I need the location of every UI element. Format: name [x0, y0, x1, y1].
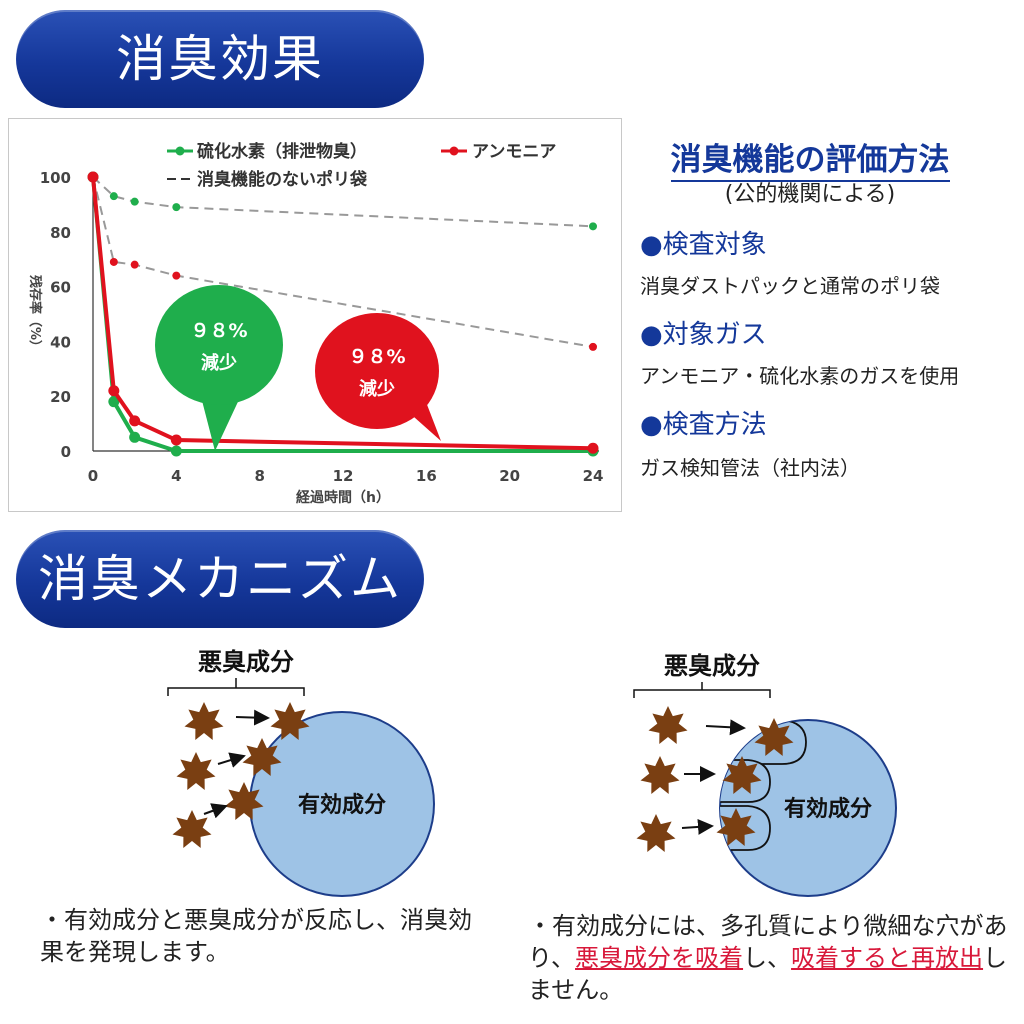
- legend-marker-ammonia: [449, 146, 459, 156]
- odor-star-icon: [270, 702, 310, 740]
- odor-star-icon: [648, 706, 688, 744]
- data-point: [108, 385, 120, 397]
- data-point: [109, 257, 118, 266]
- evaluation-title: 消臭機能の評価方法: [640, 134, 980, 182]
- data-point: [129, 415, 141, 427]
- active-ingredient-label-left: 有効成分: [298, 792, 386, 818]
- x-tick-label: 8: [254, 467, 264, 485]
- y-tick-label: 60: [50, 279, 71, 297]
- x-tick-label: 24: [583, 467, 604, 485]
- residual-rate-chart: 0 20 40 60 80 100 0 4 8 12 16 20 24 経過時間（h） 残存率（%） 硫化水素…: [27, 141, 604, 506]
- data-point: [129, 431, 141, 443]
- arrow-icon: [681, 818, 714, 835]
- x-tick-label: 20: [499, 467, 520, 485]
- legend-label-h2s: 硫化水素（排泄物臭）: [197, 141, 367, 162]
- evaluation-subtitle: (公的機関による): [724, 182, 896, 207]
- y-tick-label: 100: [40, 169, 71, 187]
- callout-value: ９８%: [348, 346, 405, 368]
- legend-label-plain-bag: 消臭機能のないポリ袋: [197, 169, 368, 190]
- evaluation-heading-target: ●検査対象: [640, 230, 767, 260]
- note-text: しません。: [528, 944, 1008, 1004]
- y-tick-label: 80: [50, 224, 71, 242]
- evaluation-text-method: ガス検知管法（社内法）: [640, 456, 860, 480]
- evaluation-text-gas: アンモニア・硫化水素のガスを使用: [640, 364, 960, 388]
- legend-label-ammonia: アンモニア: [472, 142, 556, 162]
- odor-star-icon: [722, 756, 762, 794]
- data-point: [589, 342, 597, 351]
- data-point: [172, 271, 181, 280]
- callout-label: 減少: [201, 352, 237, 374]
- mechanism-note-right: ・有効成分には、多孔質により微細な穴があり、悪臭成分を吸着し、吸着すると再放出し…: [528, 910, 1014, 1006]
- arrow-icon: [203, 803, 228, 819]
- mechanism-note-left: ・有効成分と悪臭成分が反応し、消臭効果を発現します。: [40, 906, 472, 966]
- data-point: [170, 445, 182, 457]
- evaluation-heading-method: ●検査方法: [640, 410, 767, 440]
- odor-star-icon: [716, 808, 756, 846]
- x-tick-label: 16: [416, 467, 437, 485]
- data-point: [130, 260, 139, 269]
- bracket-left: [167, 678, 305, 696]
- odor-star-icon: [224, 782, 264, 820]
- odor-star-icon: [176, 752, 216, 790]
- callout-bubble: [315, 313, 439, 429]
- odor-star-icon: [636, 814, 676, 852]
- active-ingredient-label-right: 有効成分: [784, 796, 872, 822]
- note-text: し、: [743, 944, 792, 972]
- chart-frame: 0 20 40 60 80 100 0 4 8 12 16 20 24 経過時間（h） 残存率（%） 硫化水素…: [8, 118, 622, 512]
- odor-star-icon: [754, 718, 794, 756]
- data-point: [87, 171, 99, 183]
- y-tick-label: 0: [61, 443, 71, 461]
- note-highlight-adsorb: 悪臭成分を吸着: [575, 944, 744, 972]
- data-point: [170, 434, 182, 446]
- note-text: ・有効成分には、多孔質により微細な穴があり、: [528, 912, 1008, 972]
- evaluation-heading-gas: ●対象ガス: [640, 320, 767, 350]
- callout-value: ９８%: [190, 320, 247, 342]
- data-point: [587, 442, 599, 454]
- callout-tail: [199, 389, 243, 451]
- callout-bubble: [155, 285, 283, 405]
- x-axis-label: 経過時間（h）: [296, 489, 390, 506]
- odor-label-right: 悪臭成分: [664, 652, 760, 680]
- arrow-icon: [217, 752, 246, 768]
- y-tick-label: 20: [50, 388, 71, 406]
- odor-star-icon: [640, 756, 680, 794]
- arrows-left: [203, 709, 270, 819]
- section-banner-mechanism: 消臭メカニズム: [16, 530, 424, 628]
- odor-label-left: 悪臭成分: [198, 648, 294, 676]
- evaluation-text-target: 消臭ダストパックと通常のポリ袋: [640, 274, 940, 298]
- bracket-right: [633, 682, 771, 698]
- x-tick-label: 0: [88, 467, 98, 485]
- data-point: [108, 396, 120, 408]
- data-point: [589, 222, 597, 231]
- y-axis-label: 残存率（%）: [27, 275, 43, 353]
- note-highlight-no-release: 吸着すると再放出: [791, 944, 984, 972]
- data-point: [172, 203, 181, 212]
- callout-label: 減少: [359, 378, 395, 400]
- x-tick-label: 4: [171, 467, 181, 485]
- data-point: [109, 192, 118, 201]
- legend-marker-h2s: [175, 146, 185, 156]
- arrows-right: [681, 719, 746, 835]
- data-point: [130, 197, 139, 206]
- x-tick-label: 12: [333, 467, 354, 485]
- mechanism-diagram: 悪臭成分 有効成分 悪臭成分 有効成分: [167, 648, 897, 897]
- odor-star-icon: [172, 810, 212, 848]
- odor-molecules-right: [636, 706, 794, 852]
- arrow-icon: [705, 719, 746, 736]
- arrow-icon: [235, 709, 270, 726]
- odor-molecules-left: [172, 702, 310, 848]
- y-tick-label: 40: [50, 333, 71, 351]
- odor-star-icon: [242, 738, 282, 776]
- section-banner-effect: 消臭効果: [16, 10, 424, 108]
- odor-star-icon: [184, 702, 224, 740]
